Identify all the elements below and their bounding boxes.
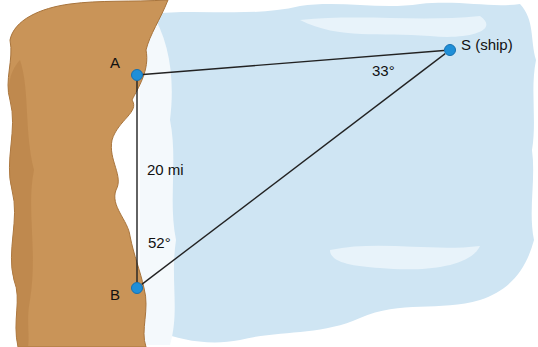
angle-label: 33°: [372, 62, 395, 80]
water: [150, 3, 536, 343]
point-label: S (ship): [461, 36, 513, 54]
location-point: A: [131, 69, 143, 81]
angle-label: 52°: [148, 234, 171, 252]
land: [8, 0, 168, 347]
distance-label: 20 mi: [147, 161, 184, 179]
point-label: A: [110, 54, 120, 72]
land-shade: [9, 60, 34, 347]
location-point: S (ship): [444, 44, 456, 56]
distance-line: [142, 54, 445, 285]
distance-line: [136, 81, 137, 282]
point-label: B: [110, 286, 120, 304]
location-point: B: [131, 282, 143, 294]
distance-line: [143, 50, 444, 74]
